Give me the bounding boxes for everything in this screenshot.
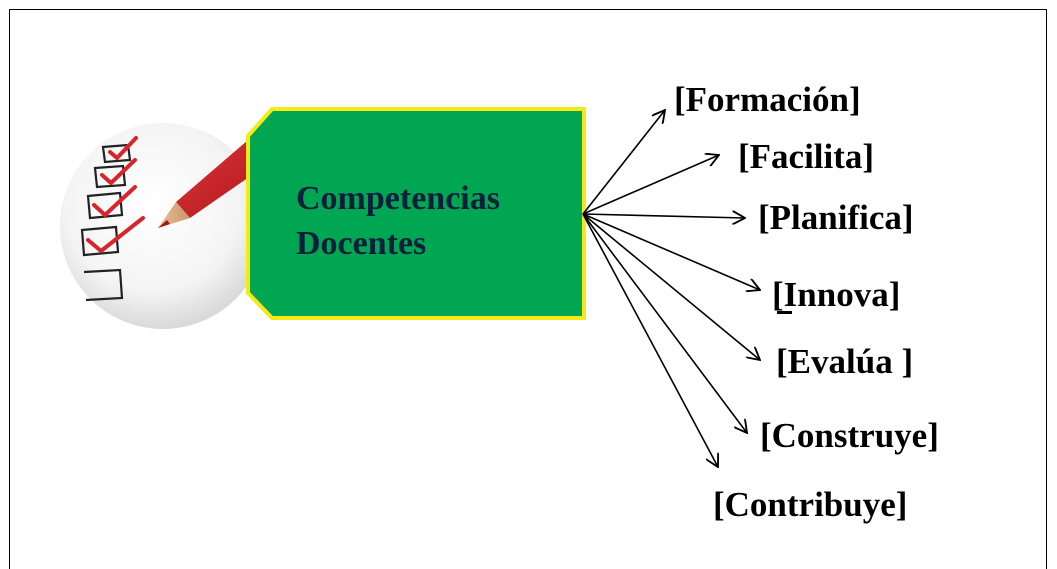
checkbox-1 <box>101 143 132 164</box>
branch-arrows <box>582 110 760 467</box>
center-title-line-2: Docentes <box>296 225 427 262</box>
arrow-planifica <box>582 214 745 218</box>
center-title-line-1: Competencias <box>296 180 500 217</box>
center-title: Competencias Docentes <box>296 176 566 266</box>
arrow-contribuye <box>582 213 718 467</box>
branch-evalua: [Evalúa ] <box>776 342 914 381</box>
arrow-innova <box>582 213 760 290</box>
branch-formacion: [Formación] <box>674 80 861 119</box>
branch-planifica: [Planifica] <box>758 198 914 237</box>
center-box <box>246 107 586 320</box>
arrow-construye <box>582 213 747 433</box>
innova-underline <box>777 311 792 314</box>
checkmarks <box>86 136 145 253</box>
checkbox-3 <box>86 191 124 220</box>
arrow-formacion <box>582 110 665 215</box>
arrow-facilita <box>582 155 719 215</box>
branch-facilita: [Facilita] <box>738 137 875 176</box>
checkbox-5 <box>83 268 124 302</box>
arrow-evalua <box>582 213 760 360</box>
branch-contribuye: [Contribuye] <box>713 485 908 524</box>
branch-construye: [Construye] <box>760 416 939 455</box>
checkbox-2 <box>93 164 127 189</box>
checkbox-4 <box>80 225 120 257</box>
branch-innova: [Innova] <box>772 275 901 314</box>
diagram-frame <box>9 9 1047 569</box>
